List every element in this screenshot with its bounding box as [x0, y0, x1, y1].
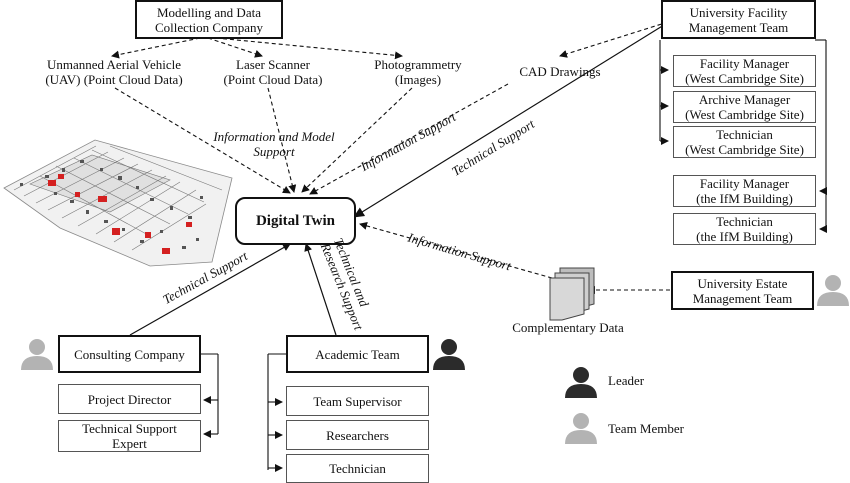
photogrammetry-label: Photogrammetry(Images): [374, 57, 462, 87]
consulting-member-box: Technical Support Expert: [58, 420, 201, 452]
person-member-icon: [21, 339, 53, 370]
legend-leader-label: Leader: [608, 373, 645, 388]
person-leader-icon: [433, 339, 465, 370]
modelling-title-line2: Collection Company: [155, 19, 263, 35]
academic-member-box: Team Supervisor: [286, 386, 429, 416]
cad-drawings-label: CAD Drawings: [519, 64, 601, 79]
academic-member-box: Technician: [286, 454, 429, 483]
facility-member-box: Facility Manager(the IfM Building): [673, 175, 816, 207]
facility-member-box: Technician(the IfM Building): [673, 213, 816, 245]
complementary-data-label: Complementary Data: [512, 320, 624, 335]
legend-member-label: Team Member: [608, 421, 684, 436]
facility-member-box: Facility Manager(West Cambridge Site): [673, 55, 816, 87]
uav-label: Unmanned Aerial Vehicle(UAV) (Point Clou…: [45, 57, 183, 87]
consulting-company-box: Consulting Company: [58, 335, 201, 373]
laser-scanner-label: Laser Scanner(Point Cloud Data): [223, 57, 323, 87]
academic-member-box: Researchers: [286, 420, 429, 450]
modelling-company-box: Modelling and Data Collection Company: [135, 0, 283, 39]
building-point-cloud-image: [3, 139, 233, 267]
academic-team-box: Academic Team: [286, 335, 429, 373]
digital-twin-box: Digital Twin: [235, 197, 356, 245]
documents-icon: [549, 267, 595, 321]
facility-member-box: Archive Manager(West Cambridge Site): [673, 91, 816, 123]
consulting-member-box: Project Director: [58, 384, 201, 414]
person-member-icon: [817, 275, 849, 306]
modelling-title-line1: Modelling and Data: [157, 4, 261, 20]
legend-member-icon: [565, 413, 597, 444]
legend-leader-icon: [565, 367, 597, 398]
facility-member-box: Technician(West Cambridge Site): [673, 126, 816, 158]
